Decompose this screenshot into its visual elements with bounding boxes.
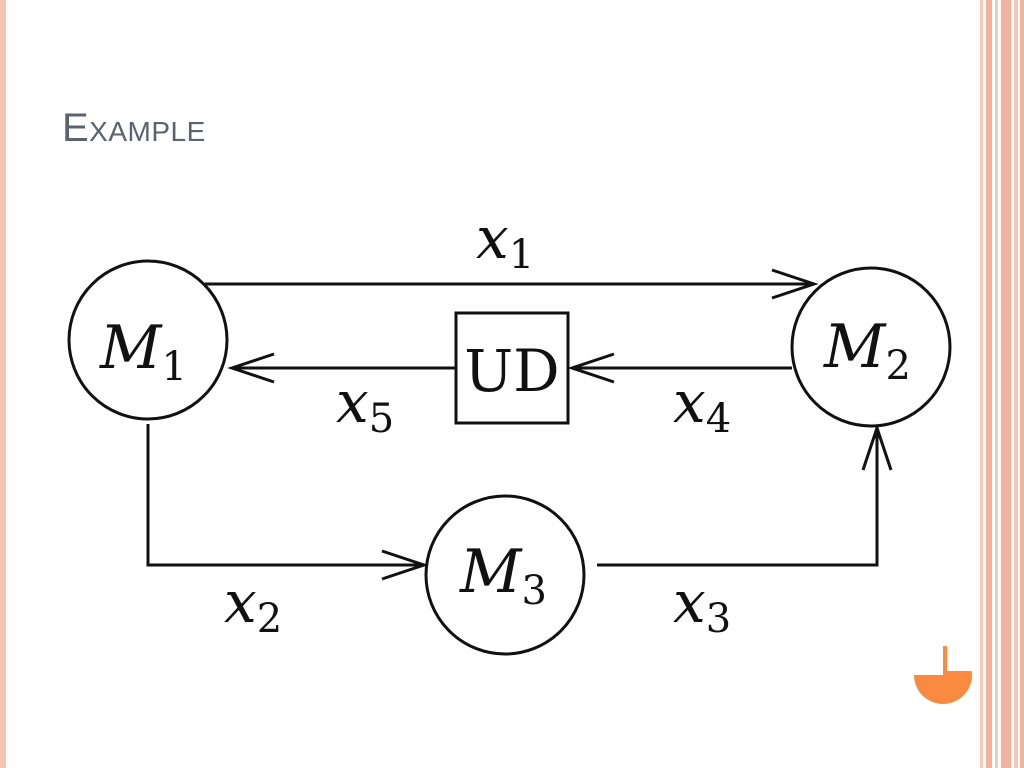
node-m2-circle [790,266,952,428]
edge-x4-arrowhead [567,352,615,384]
right-stripe [980,0,983,768]
right-stripe [1014,0,1018,768]
edge-x1-label: x1 [476,204,534,278]
node-m1-label: M1 [99,313,187,390]
node-m2-label: M2 [823,312,911,389]
left-border [0,0,6,768]
node-m3-circle [424,494,586,656]
ud-label: UD [464,337,559,405]
edge-x5-arrowhead [227,352,275,384]
edge-x1-arrowhead [771,268,819,300]
pie-badge-icon [914,646,972,704]
edge-x5-label: x5 [336,368,394,442]
right-stripe [1001,0,1011,768]
node-m3: M3 [424,494,586,656]
node-m3-label: M3 [459,537,547,614]
node-m1-circle [67,259,229,421]
right-stripe [995,0,998,768]
node-m2: M2 [790,266,952,428]
edge-x4-label: x4 [673,368,731,442]
edge-x4: x4 [567,352,792,442]
edge-x2-line [146,424,424,567]
edge-x1: x1 [205,204,819,300]
node-ud: UD [454,311,570,425]
right-stripe [1020,0,1024,768]
slide-title: Example [62,106,206,150]
edge-x2-label: x2 [224,568,282,642]
right-stripe [986,0,992,768]
node-m1: M1 [67,259,229,421]
edge-x5: x5 [227,352,456,442]
edge-x2-arrowhead [381,549,429,581]
edge-x2: x2 [146,424,429,642]
edge-x3-line [597,428,879,567]
edge-x3: x3 [597,423,893,642]
edge-x3-label: x3 [673,568,731,642]
edge-x3-arrowhead [861,423,893,471]
